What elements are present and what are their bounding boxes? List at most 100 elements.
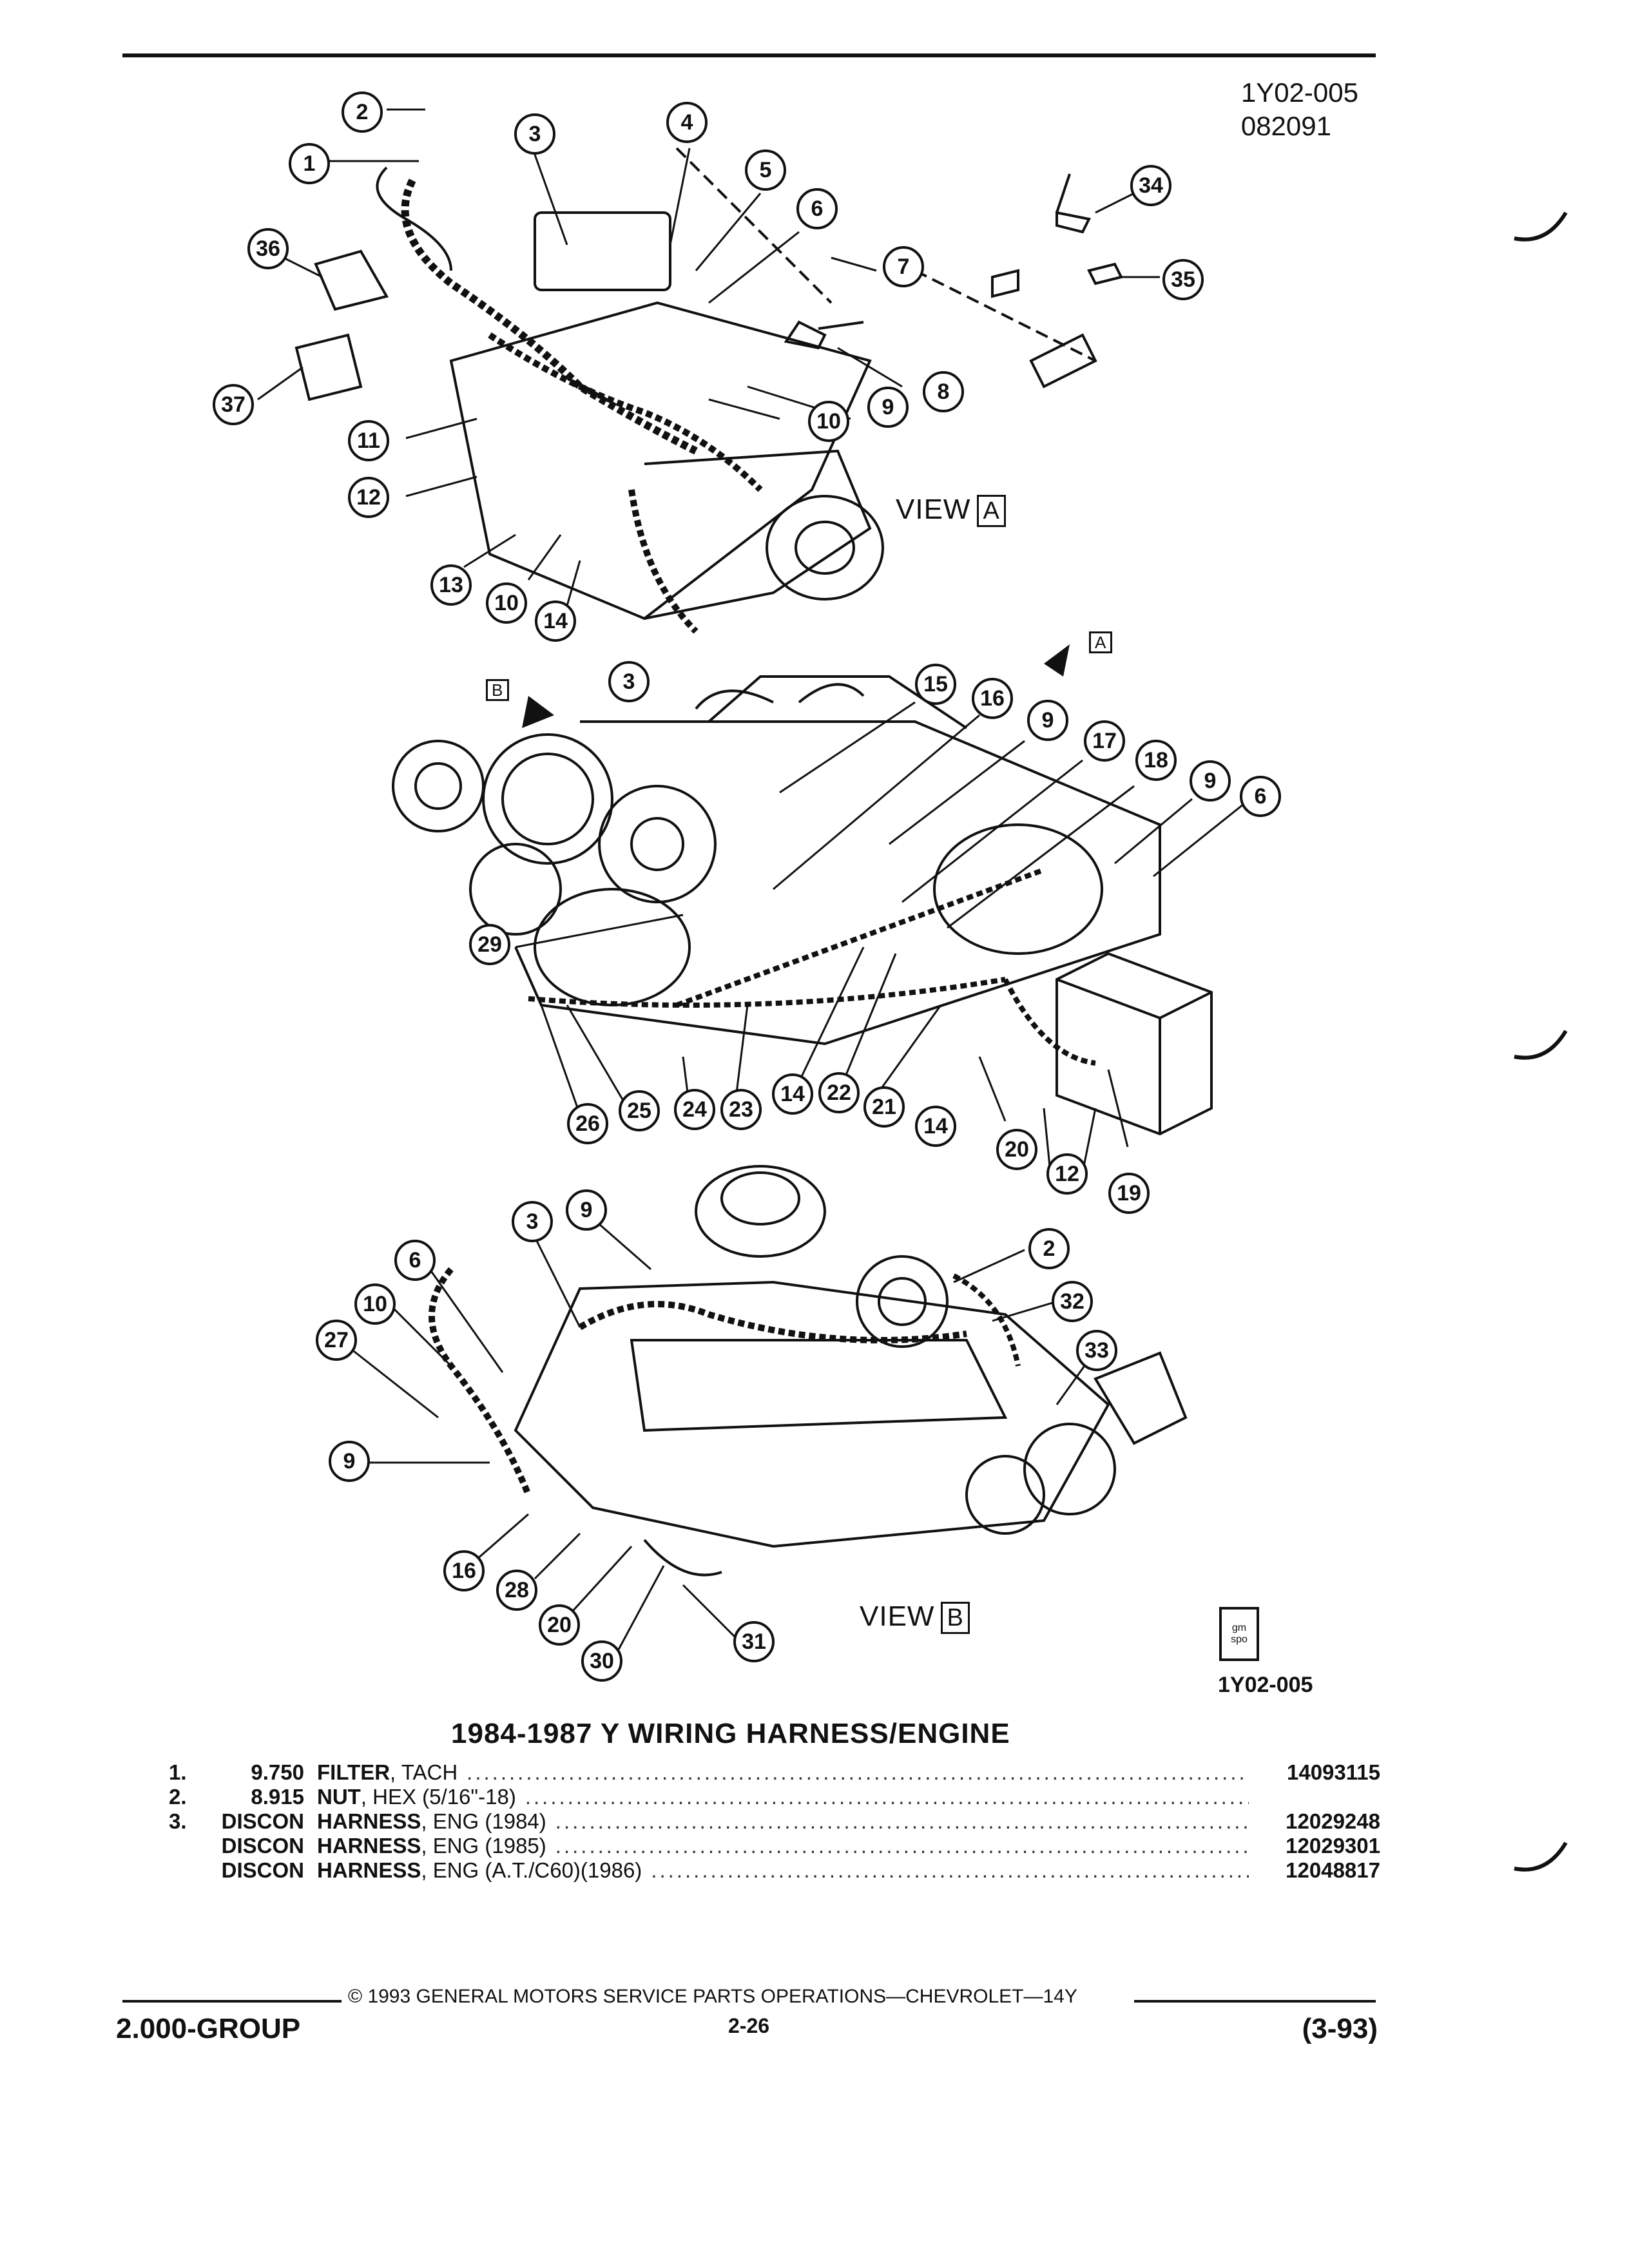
view-a-key: A [977,495,1006,527]
callout: 36 [247,228,289,269]
top-rule [122,53,1376,57]
callout: 12 [348,477,389,518]
callout: 10 [354,1283,396,1325]
arrow-b [522,696,554,728]
callout: 3 [512,1201,553,1242]
callout: 30 [581,1640,622,1682]
item-code: DISCON [221,1858,304,1882]
item-name: HARNESS [317,1809,421,1833]
callout: 3 [514,113,555,155]
callout: 9 [1027,700,1068,741]
item-detail: , ENG (1985) [421,1834,546,1858]
revision-code: (3-93) [1302,2013,1378,2044]
callout: 25 [619,1090,660,1131]
item-detail: , TACH [390,1760,458,1784]
callout: 20 [996,1129,1037,1170]
engine-illustration [257,108,1251,1650]
dot-leader: ........................................… [555,1809,1249,1833]
document-id-block: 1Y02-005 082091 [1241,76,1358,143]
part-number: 12029248 [1286,1809,1380,1833]
callout: 19 [1108,1173,1150,1214]
callout: 9 [1190,760,1231,802]
callout: 16 [443,1550,485,1591]
dot-leader: ........................................… [525,1785,1249,1809]
item-detail: , ENG (1984) [421,1809,546,1833]
callout: 14 [915,1106,956,1147]
callout: 26 [567,1103,608,1144]
item-detail: , ENG (A.T./C60)(1986) [421,1858,642,1882]
callout: 18 [1135,740,1177,781]
callout: 7 [883,246,924,287]
callout: 4 [666,102,708,143]
callout: 2 [342,91,383,133]
figure-id: 1Y02-005 [1218,1673,1313,1697]
callout: 28 [496,1570,537,1611]
callout: 9 [867,387,909,428]
callout: 23 [720,1089,762,1130]
item-description: HARNESS, ENG (1985) [317,1834,546,1858]
callout: 16 [972,678,1013,719]
item-description: HARNESS, ENG (A.T./C60)(1986) [317,1858,642,1883]
item-description: FILTER, TACH [317,1760,458,1785]
parts-row: 1. 9.750 FILTER, TACH ..................… [169,1760,1380,1785]
item-description: HARNESS, ENG (1984) [317,1809,546,1834]
part-number: 12048817 [1286,1858,1380,1882]
group-label: 2.000-GROUP [116,2013,301,2044]
callout: 2 [1028,1228,1070,1269]
callout: 11 [348,420,389,461]
dot-leader: ........................................… [467,1760,1249,1784]
item-detail: , HEX (5/16"-18) [360,1785,516,1809]
parts-list-title: 1984-1987 Y WIRING HARNESS/ENGINE [451,1718,1010,1749]
callout: 31 [733,1621,775,1662]
date-code: 082091 [1240,111,1331,141]
callout: 32 [1052,1281,1093,1322]
parts-row: DISCON HARNESS, ENG (1985) .............… [169,1834,1380,1858]
copyright-notice: © 1993 GENERAL MOTORS SERVICE PARTS OPER… [348,1986,1077,2007]
callout: 6 [394,1240,436,1281]
callout: 20 [539,1604,580,1646]
callout: 34 [1130,165,1171,206]
callout: 35 [1162,259,1204,300]
callout: 8 [923,371,964,412]
callout: 24 [674,1089,715,1130]
arrow-b-label: B [479,679,510,701]
item-name: FILTER [317,1760,390,1784]
callout: 6 [796,188,838,229]
callout: 37 [213,384,254,425]
gm-spo-logo: gm spo [1219,1607,1259,1661]
view-b-key: B [941,1602,970,1634]
logo-line-2: spo [1231,1634,1248,1645]
part-number: 12029301 [1286,1834,1380,1858]
document-id: 1Y02-005 [1240,77,1358,108]
callout: 9 [566,1189,607,1231]
view-b-drawing [429,1165,1188,1577]
footer-rule-left [122,2000,342,2003]
dot-leader: ........................................… [651,1858,1249,1882]
dot-leader: ........................................… [555,1834,1249,1858]
callout: 14 [535,601,576,642]
arrow-a-key: A [1089,631,1113,653]
callout: 10 [486,582,527,624]
page-number: 2-26 [728,2014,770,2037]
view-a-text: VIEW [896,494,971,525]
callout: 17 [1084,720,1125,762]
item-code: DISCON [221,1834,304,1858]
item-code: 9.750 [251,1760,304,1784]
item-code: 8.915 [251,1785,304,1809]
logo-line-1: gm [1231,1622,1247,1633]
callout: 5 [745,149,786,191]
item-number: 2. [169,1785,187,1809]
callout: 15 [915,664,956,705]
callout: 9 [329,1441,370,1482]
part-number: 14093115 [1286,1760,1380,1784]
callout: 33 [1076,1330,1117,1371]
callout: 29 [469,924,510,965]
item-description: NUT, HEX (5/16"-18) [317,1785,516,1809]
callout: 27 [316,1320,357,1361]
callout: 12 [1046,1153,1088,1195]
item-name: HARNESS [317,1834,421,1858]
